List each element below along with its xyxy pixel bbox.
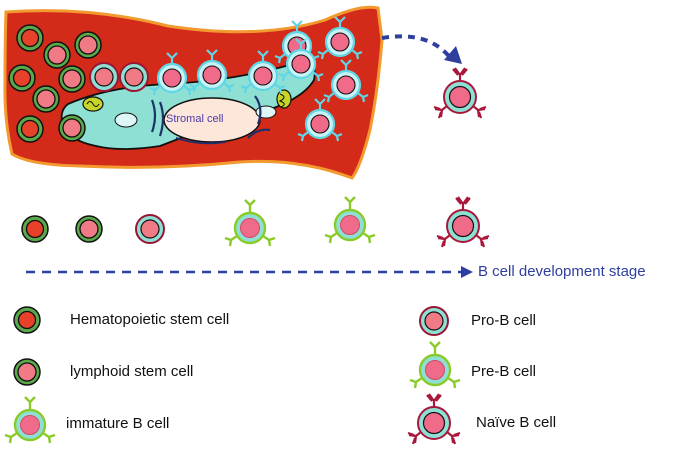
legend-icon-naive-b [406, 392, 462, 446]
stage-pro-b [135, 214, 165, 244]
legend-icon-lymphoid [13, 358, 41, 386]
legend-label-naive-b: Naïve B cell [476, 414, 557, 431]
legend-icon-pro-b [419, 306, 449, 336]
stage-naive-b [435, 195, 491, 249]
stage-hematopoietic [21, 215, 49, 243]
legend-label-lymphoid: lymphoid stem cell [70, 363, 194, 380]
stromal-cell-label: Stromal cell [166, 113, 224, 125]
stage-pre-b [223, 198, 277, 248]
legend-label-immature-b: immature B cell [66, 415, 170, 432]
naive-b-cell-circulating [432, 66, 488, 120]
legend-label-pro-b: Pro-B cell [471, 312, 537, 329]
stage-lymphoid-1 [75, 215, 103, 243]
egress-arrow [381, 34, 454, 62]
legend-icon-immature-b [3, 395, 57, 445]
legend-label-pre-b: Pre-B cell [471, 363, 537, 380]
stage-immature-b [323, 195, 377, 245]
development-axis-arrowhead [461, 266, 473, 278]
legend-label-hematopoietic: Hematopoietic stem cell [70, 311, 230, 328]
development-axis-label: B cell development stage [478, 263, 646, 280]
legend-icon-hematopoietic [13, 306, 41, 334]
bone-marrow [3, 5, 384, 180]
legend-icon-pre-b [408, 340, 462, 390]
egress-arrowhead [444, 46, 462, 64]
